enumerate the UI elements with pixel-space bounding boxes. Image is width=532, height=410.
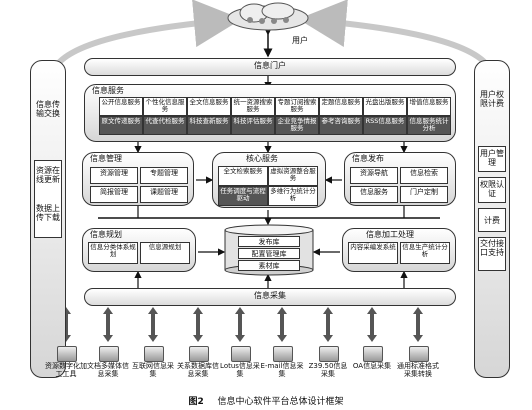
proc-item-1: 信息生产统计分析 [400,242,450,264]
figure-caption: 图2 信息中心软件平台总体设计框架 [0,394,532,407]
source-label-3: 关系数据库信息采集 [177,362,219,378]
source-icon-5 [273,346,293,362]
mgmt-item-3: 课题管理 [140,186,188,203]
service-top-2: 全文信息服务 [187,97,231,116]
left-side-bottom1: 资源在线更新 [36,166,60,184]
source-icon-2 [144,346,164,362]
right-side-item1-box [478,146,506,172]
service-top-3: 统一资源搜索服务 [231,97,275,116]
core-item-3: 多维行为统计分析 [268,186,318,206]
service-top-0: 公开信息服务 [99,97,143,116]
right-side-item1: 用户管理 [480,149,504,167]
right-side-item2-box [478,177,506,203]
right-side-item3: 计费 [484,216,500,225]
service-bottom-1: 代查代检服务 [143,116,187,135]
mgmt-item-1: 专题管理 [140,167,188,184]
service-bottom-7: 信息服务统计分析 [407,116,451,135]
pub-item-1: 信息检索 [400,167,448,184]
core-item-2: 任务调度与流程驱动 [218,186,268,206]
source-icon-1 [99,346,119,362]
core-item-1: 虚拟资源整合服务 [268,166,318,186]
left-side-top: 信息传输交换 [36,100,60,118]
info-pub-title: 信息发布 [352,154,384,163]
caption-text: 信息中心软件平台总体设计框架 [217,397,344,407]
service-bottom-6: RSS信息服务 [363,116,407,135]
source-icon-6 [319,346,339,362]
repo-item-0: 发布库 [238,236,300,247]
source-icon-7 [363,346,383,362]
info-service-title: 信息服务 [92,86,124,95]
pub-item-2: 信息服务 [350,186,398,203]
pub-item-3: 门户定制 [400,186,448,203]
core-title: 核心服务 [246,154,278,163]
caption-number: 图2 [188,397,204,407]
source-label-2: 互联网信息采集 [132,362,174,378]
right-side-item2: 权限认证 [480,180,504,198]
service-top-4: 专题订阅搜索服务 [275,97,319,116]
pub-item-0: 资源导航 [350,167,398,184]
mgmt-item-0: 资源管理 [90,167,138,184]
source-label-7: OA信息采集 [352,362,392,370]
source-label-0: 资源数字化加工工具 [45,362,87,378]
source-label-4: Lotus信息采集 [220,362,260,378]
service-bottom-3: 科技评估服务 [231,116,275,135]
service-top-6: 光盘出版服务 [363,97,407,116]
source-icon-4 [231,346,251,362]
cloud-label: 用户 [292,36,308,45]
info-proc-title: 信息加工处理 [366,230,414,239]
mgmt-item-2: 简报管理 [90,186,138,203]
info-plan-title: 信息规划 [90,230,122,239]
right-side-item4-box [478,237,506,271]
repo-item-2: 素材库 [238,260,300,271]
source-label-1: 文档多媒体信息采集 [87,362,129,378]
source-label-8: 通用标准格式采集转换 [397,362,439,378]
source-icon-8 [409,346,429,362]
service-bottom-4: 企业竞争情报服务 [275,116,319,135]
service-bottom-2: 科技查新服务 [187,116,231,135]
collect-title: 信息采集 [254,291,286,300]
service-top-7: 增值信息服务 [407,97,451,116]
plan-item-1: 信息源规划 [140,242,190,264]
service-bottom-5: 参考咨询服务 [319,116,363,135]
source-icon-0 [57,346,77,362]
left-side-bottom2: 数据上传下载 [36,204,60,222]
repo-item-1: 配置管理库 [238,248,300,259]
core-item-0: 全文检索服务 [218,166,268,186]
left-side-lower [34,160,62,238]
right-side-top: 用户权限计费 [480,90,504,108]
right-side-item3-box [478,208,506,232]
portal-title: 信息门户 [254,61,286,70]
service-top-5: 定题信息服务 [319,97,363,116]
plan-item-0: 信息分类体系规划 [88,242,138,264]
cloud-icon [226,2,310,32]
service-top-1: 个性化信息服务 [143,97,187,116]
right-side-item4: 交付接口支持 [480,239,504,257]
service-bottom-0: 原文传递服务 [99,116,143,135]
portal-bar: 信息门户 [84,58,456,76]
proc-item-0: 内容采编发系统 [348,242,398,264]
collect-bar: 信息采集 [84,288,456,306]
source-label-6: Z39.50信息采集 [308,362,348,378]
source-icon-3 [189,346,209,362]
source-label-5: E-mail信息采集 [260,362,304,378]
info-mgmt-title: 信息管理 [90,154,122,163]
